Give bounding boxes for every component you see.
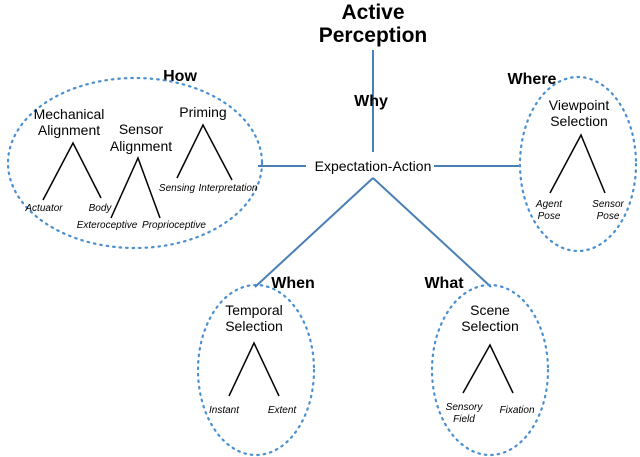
leaf-body: Body	[89, 203, 113, 214]
temporal-selection-line-1: Temporal	[225, 302, 283, 318]
leaf-interpretation: Interpretation	[199, 183, 258, 194]
viewpoint-selection-tree	[549, 133, 606, 194]
connector-center-what	[372, 177, 492, 288]
when-ellipse	[196, 283, 316, 457]
scene-selection-line-2: Selection	[461, 318, 519, 334]
leaf-proprioceptive: Proprioceptive	[142, 220, 206, 231]
sensor-alignment-line-1: Sensor	[119, 121, 164, 137]
leaf-exteroceptive: Exteroceptive	[77, 220, 138, 231]
mechanical-alignment-line-2: Alignment	[38, 122, 100, 138]
viewpoint-selection-line-1: Viewpoint	[549, 97, 610, 113]
what-label: What	[424, 275, 464, 292]
temporal-selection-tree	[228, 341, 280, 397]
leaf-extent: Extent	[268, 405, 298, 416]
leaf-agent-pose-line-2: Pose	[538, 211, 561, 222]
priming-tree	[176, 123, 233, 181]
scene-selection-tree	[462, 343, 514, 394]
leaf-sensor-pose-line-2: Pose	[597, 211, 620, 222]
leaf-sensory-field-line-1: Sensory	[446, 402, 484, 413]
how-ellipse	[6, 76, 264, 250]
temporal-selection-line-2: Selection	[225, 318, 283, 334]
where-ellipse	[518, 75, 638, 253]
leaf-sensing: Sensing	[159, 183, 196, 194]
center-node: Expectation-Action	[315, 158, 432, 174]
scene-selection-line-1: Scene	[470, 302, 510, 318]
leaf-agent-pose-line-1: Agent	[535, 199, 563, 210]
sensor-alignment-tree	[110, 156, 161, 219]
mechanical-alignment-line-1: Mechanical	[34, 106, 105, 122]
leaf-sensory-field-line-2: Field	[453, 414, 475, 425]
why-label: Why	[354, 93, 388, 110]
how-label: How	[163, 68, 197, 85]
leaf-fixation: Fixation	[499, 405, 534, 416]
when-label: When	[271, 275, 315, 292]
where-label: Where	[508, 71, 557, 88]
priming-label: Priming	[179, 104, 226, 120]
mechanical-alignment-tree	[42, 141, 102, 201]
what-ellipse	[430, 283, 550, 457]
leaf-instant: Instant	[209, 405, 240, 416]
title-line-2: Perception	[319, 24, 428, 47]
sensor-alignment-line-2: Alignment	[110, 138, 172, 154]
viewpoint-selection-line-2: Selection	[550, 113, 608, 129]
title-line-1: Active	[341, 1, 404, 24]
leaf-actuator: Actuator	[24, 203, 63, 214]
connector-center-when	[254, 177, 374, 288]
leaf-sensor-pose-line-1: Sensor	[592, 199, 624, 210]
